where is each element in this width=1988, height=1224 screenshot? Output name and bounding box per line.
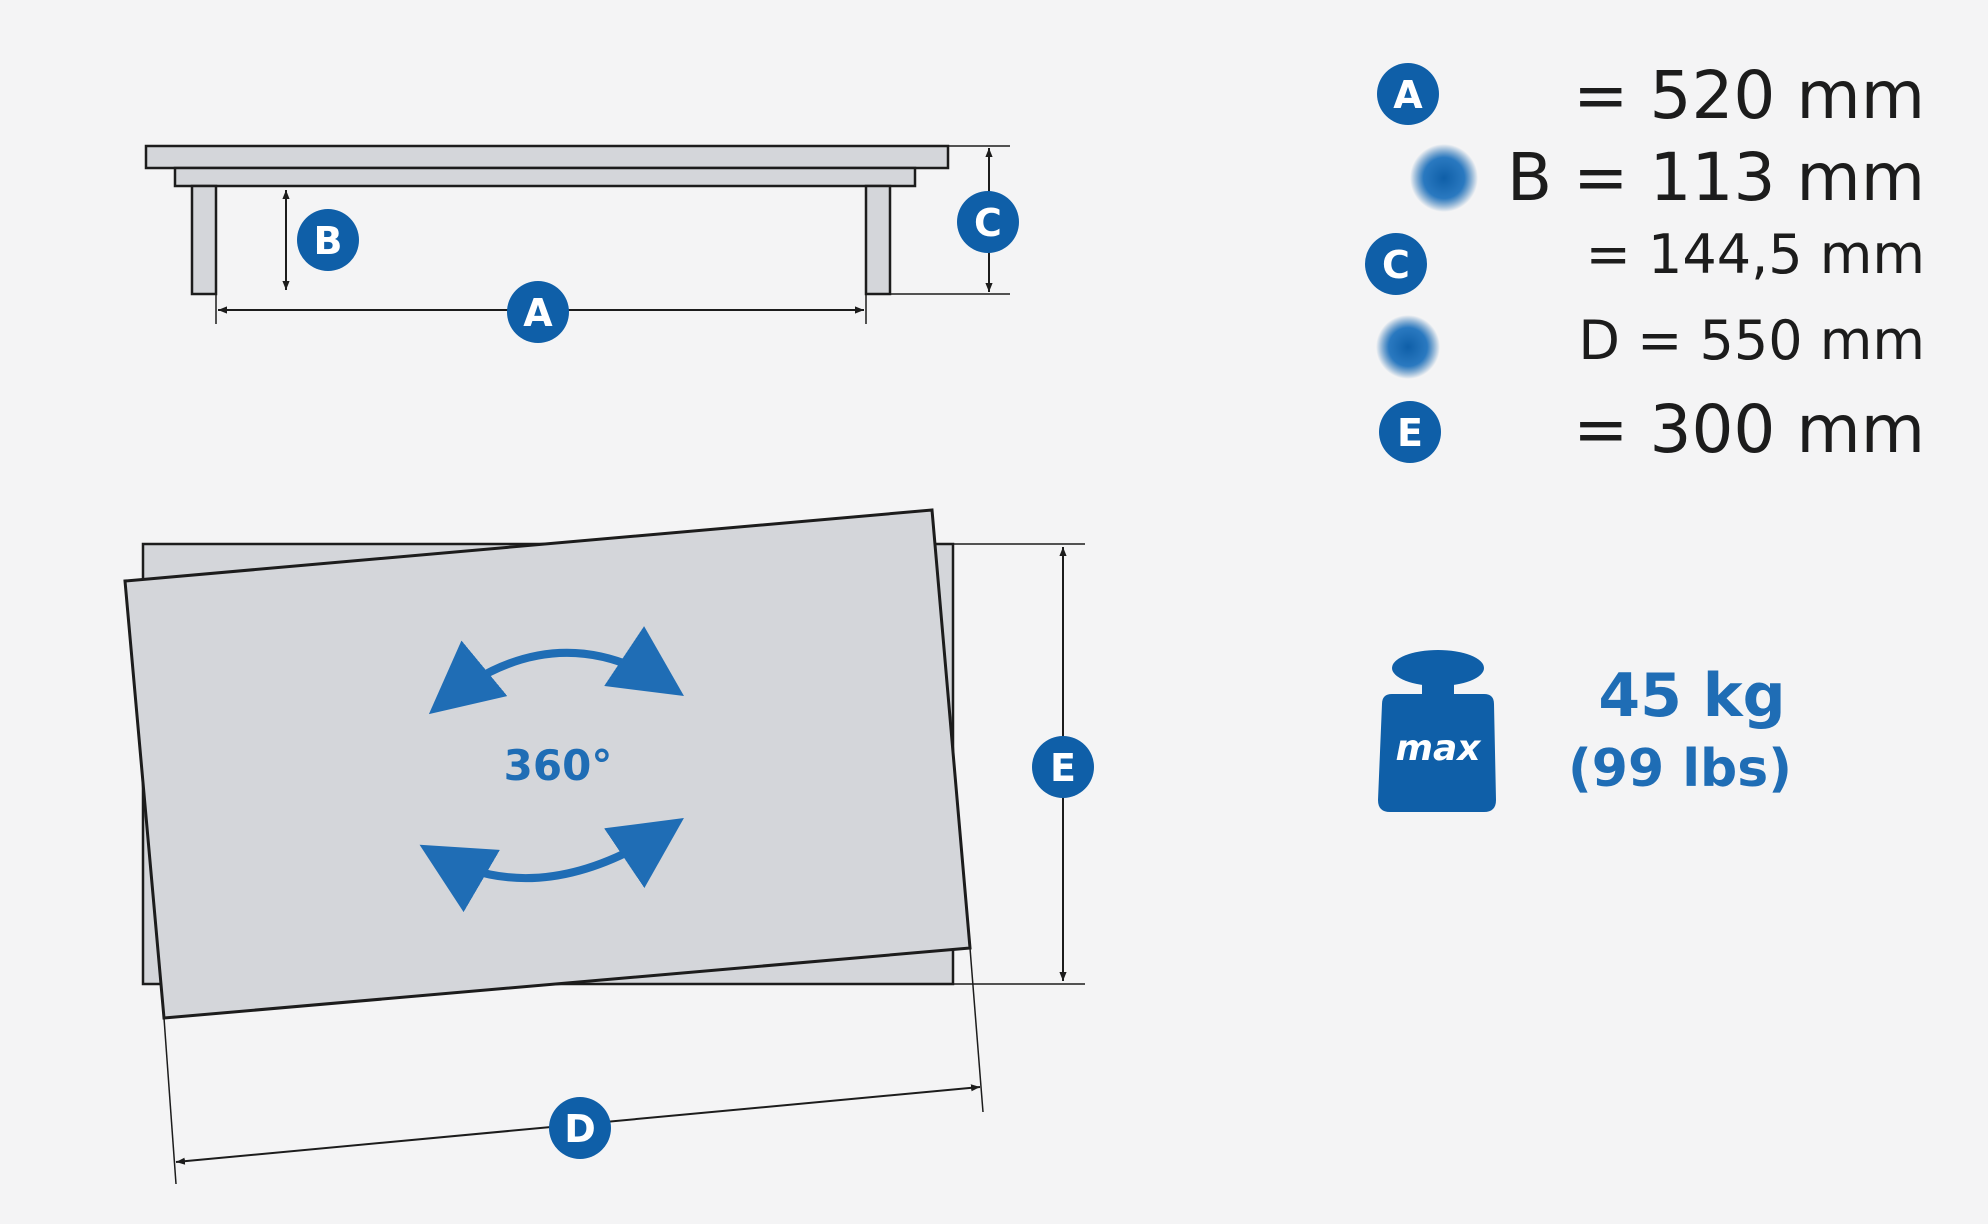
left-leg (190, 184, 218, 296)
bracket-plate (173, 166, 917, 188)
dim-value-e: = 300 mm (1573, 391, 1925, 468)
badge-d: D (549, 1097, 611, 1159)
badge-e: E (1032, 736, 1094, 798)
badge-a: A (507, 281, 569, 343)
dim-value-b: B = 113 mm (1507, 139, 1925, 216)
max-load: max 45 kg (99 lbs) (1378, 650, 1792, 812)
dim-d-ext-right (969, 947, 984, 1113)
rotation-arrow-top (428, 626, 684, 715)
weight-icon: max (1378, 650, 1496, 812)
top-plate (144, 144, 950, 170)
front-view: 360° E D (123, 508, 1094, 1185)
dimension-list: A = 520 mm B = 113 mm C = 144,5 mm D = 5… (1365, 57, 1925, 468)
badge-c: C (957, 191, 1019, 253)
badge-a-legend (1377, 63, 1439, 125)
svg-text:E: E (1050, 746, 1076, 790)
dim-row-c: C = 144,5 mm (1365, 223, 1925, 295)
svg-text:D: D (564, 1107, 596, 1151)
max-load-lbs: (99 lbs) (1568, 739, 1792, 799)
badge-b-legend-blurred (1410, 144, 1478, 212)
dim-row-d: D = 550 mm (1376, 309, 1925, 379)
rotation-arrow-bottom (419, 817, 684, 913)
svg-text:A: A (523, 291, 553, 335)
legend-letter-e: E (1397, 411, 1423, 455)
legend-letter-c: C (1382, 243, 1410, 287)
dim-row-e: E = 300 mm (1379, 391, 1925, 468)
dim-value-d: D = 550 mm (1578, 309, 1925, 372)
svg-text:C: C (974, 201, 1002, 245)
right-leg (864, 184, 892, 296)
dim-d-ext-left (163, 1017, 177, 1185)
svg-text:B: B (314, 219, 343, 263)
rotation-label: 360° (504, 741, 613, 790)
badge-c-legend (1365, 233, 1427, 295)
max-load-kg: 45 kg (1598, 661, 1785, 731)
dim-value-c: = 144,5 mm (1586, 223, 1925, 286)
badge-d-legend-blurred (1376, 315, 1440, 379)
badge-b: B (297, 209, 359, 271)
dim-row-b: B = 113 mm (1410, 139, 1925, 216)
legend-letter-a: A (1393, 73, 1423, 117)
weight-max-label: max (1395, 728, 1482, 769)
badge-e-legend (1379, 401, 1441, 463)
side-view: B C A (144, 144, 1019, 343)
dim-row-a: A = 520 mm (1377, 57, 1925, 134)
dim-value-a: = 520 mm (1573, 57, 1925, 134)
